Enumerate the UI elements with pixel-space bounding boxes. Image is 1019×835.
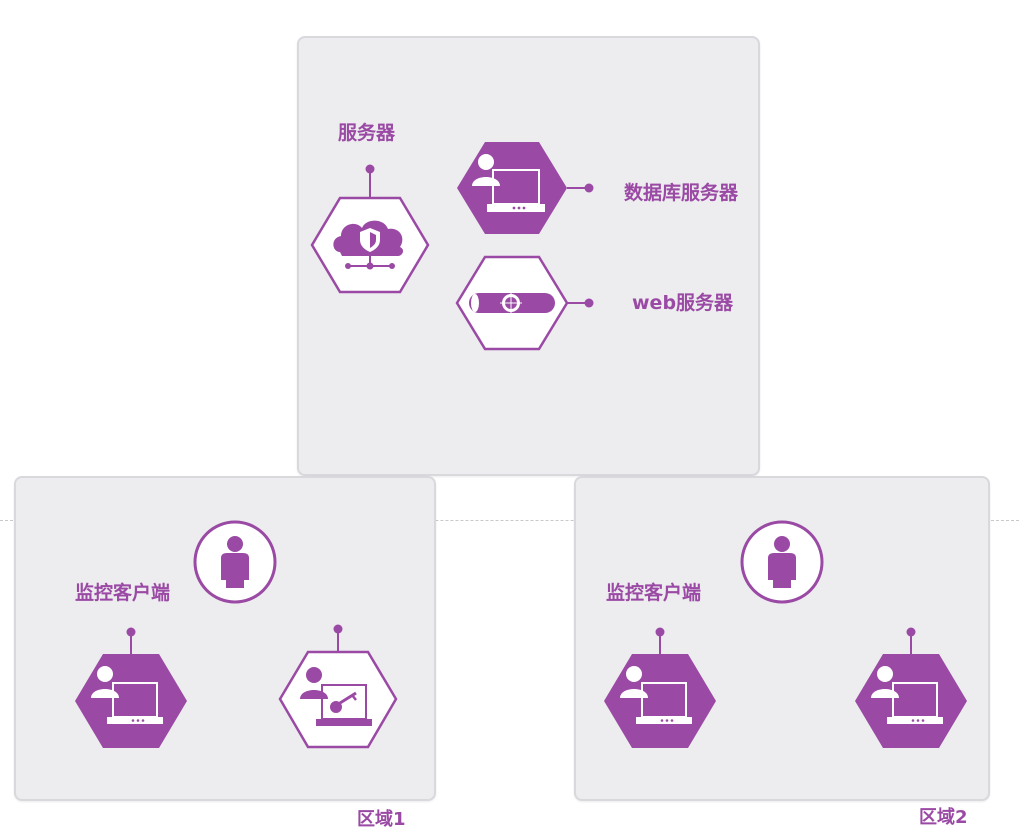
user-key-computer-icon bbox=[300, 667, 372, 726]
zone2-user-node[interactable] bbox=[740, 520, 824, 604]
user-computer-icon bbox=[91, 666, 163, 724]
zone1-client-node-2[interactable] bbox=[278, 623, 400, 755]
divider-line bbox=[0, 520, 1019, 521]
cloud-server-node[interactable] bbox=[310, 160, 430, 300]
cloud-shield-icon bbox=[333, 220, 404, 270]
zone1-label: 区域1 bbox=[357, 809, 406, 830]
user-computer-icon bbox=[472, 154, 545, 212]
server-label: 服务器 bbox=[338, 122, 396, 144]
zone1-client-label: 监控客户端 bbox=[75, 582, 171, 604]
zone1-client-node-1[interactable] bbox=[73, 626, 193, 756]
web-server-icon bbox=[469, 292, 555, 314]
database-server-node[interactable] bbox=[455, 140, 595, 238]
user-icon bbox=[221, 536, 249, 588]
web-server-label: web服务器 bbox=[632, 292, 734, 314]
zone2-label: 区域2 bbox=[919, 807, 968, 828]
database-server-label: 数据库服务器 bbox=[624, 182, 739, 204]
web-server-node[interactable] bbox=[455, 255, 595, 353]
zone2-client-node-1[interactable] bbox=[602, 626, 722, 756]
user-computer-icon bbox=[871, 666, 943, 724]
user-icon bbox=[768, 536, 796, 588]
zone2-client-node-2[interactable] bbox=[853, 626, 973, 756]
zone1-user-node[interactable] bbox=[193, 520, 277, 604]
zone2-client-label: 监控客户端 bbox=[606, 582, 702, 604]
user-computer-icon bbox=[620, 666, 692, 724]
